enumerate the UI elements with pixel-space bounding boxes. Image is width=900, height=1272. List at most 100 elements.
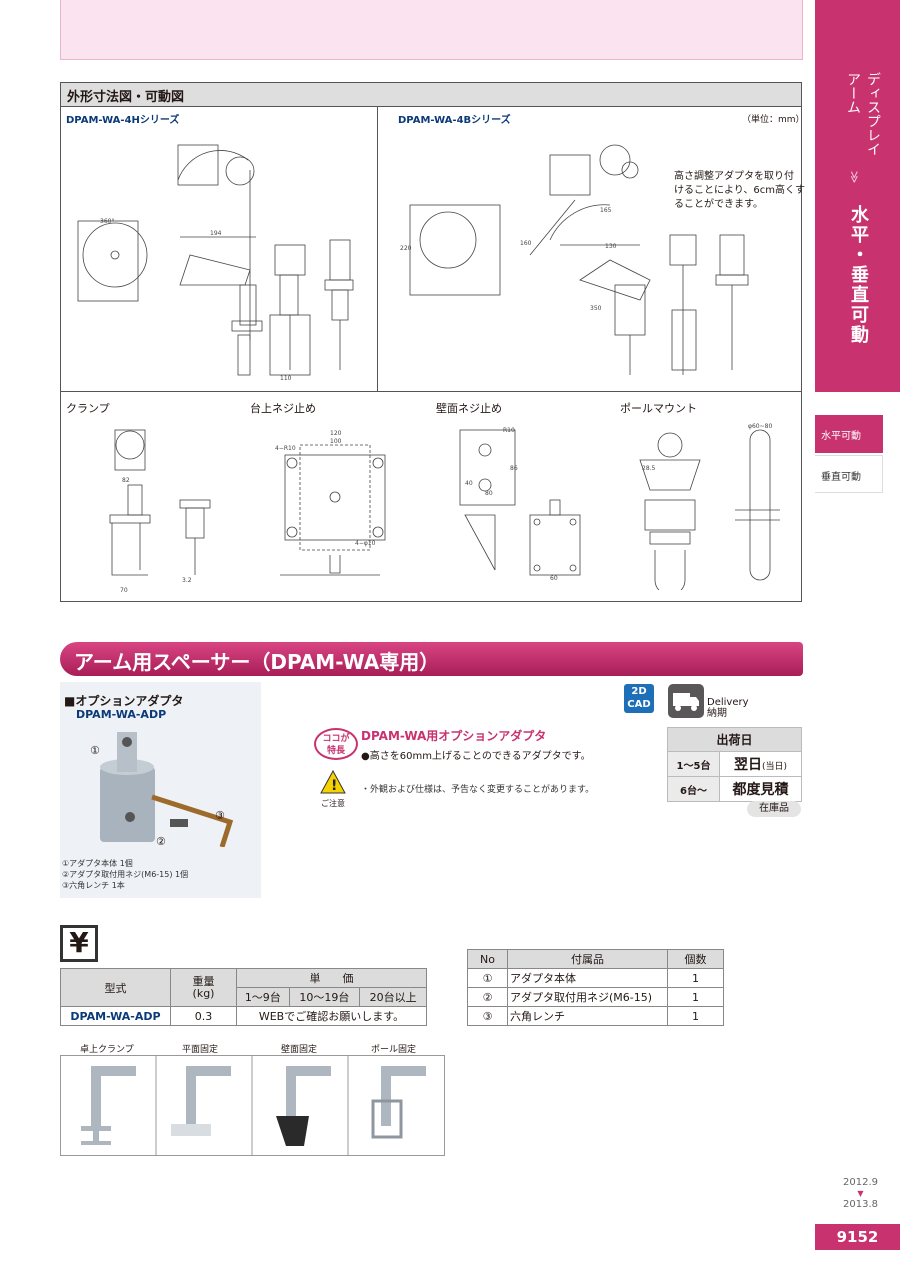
subtab-vertical[interactable]: 垂直可動	[815, 455, 883, 493]
svg-text:60: 60	[550, 575, 558, 582]
mounting-thumbnails	[60, 1055, 445, 1156]
callout-3: ③	[215, 809, 225, 822]
price-table: 型式 重量(kg) 単 価 1〜9台 10〜19台 20台以上 DPAM-WA-…	[60, 968, 427, 1026]
svg-text:4−R10: 4−R10	[275, 445, 296, 452]
spacer-section-header: アーム用スペーサー（DPAM-WA専用）	[60, 642, 803, 676]
svg-text:350: 350	[590, 305, 602, 312]
price-tier: 10〜19台	[288, 987, 361, 1007]
truck-icon	[668, 684, 704, 718]
acc-header: No	[467, 949, 508, 969]
feature-title: DPAM-WA用オプションアダプタ	[361, 729, 547, 743]
qty-cell: 6台〜	[667, 776, 720, 802]
divider	[377, 107, 378, 391]
svg-text:100: 100	[330, 438, 342, 445]
category-side-tab[interactable]: ディスプレイ アーム ≫ 水平・垂直可動	[815, 0, 900, 392]
svg-text:φ60~80: φ60~80	[748, 423, 772, 430]
wall-screw-drawing: R10 86 40 80 60	[459, 427, 581, 582]
price-note: WEBでご確認お願いします。	[236, 1006, 427, 1026]
price-tier: 20台以上	[359, 987, 427, 1007]
divider	[61, 391, 801, 392]
parts-legend: ①アダプタ本体 1個 ②アダプタ取付用ネジ(M6-15) 1個 ③六角レンチ 1…	[62, 859, 189, 890]
header-band	[60, 0, 803, 60]
series-4b-note: 高さ調整アダプタを取り付 けることにより、6cm高くす ることができます。	[674, 171, 806, 210]
shipping-header: 出荷日	[667, 727, 802, 752]
acc-header: 個数	[667, 949, 724, 969]
product-photo-panel: ■オプションアダプタ DPAM-WA-ADP ① ③ ② ①アダプタ本体 1個 …	[60, 682, 261, 898]
price-weight: 0.3	[170, 1006, 237, 1026]
mount-label-wall: 壁面固定	[281, 1045, 318, 1055]
desk-screw-drawing: 120 100 4−R10 4−φ10	[275, 430, 386, 576]
svg-text:40: 40	[465, 480, 473, 487]
shipping-table: 出荷日 1〜5台 翌日(当日) 6台〜 都度見積	[667, 727, 802, 802]
price-header-weight: 重量(kg)	[170, 968, 237, 1007]
option-label: ■オプションアダプタ	[64, 694, 184, 708]
category-top-line2: アーム	[845, 72, 861, 114]
date-range: 2012.9 ▼ 2013.8	[843, 1177, 878, 1210]
price-model: DPAM-WA-ADP	[60, 1006, 171, 1026]
svg-text:70: 70	[120, 587, 128, 594]
svg-text:130: 130	[605, 243, 617, 250]
section-title: アーム用スペーサー（DPAM-WA専用）	[74, 650, 440, 674]
clamp-label: クランプ	[66, 402, 110, 415]
drawings-section-title: 外形寸法図・可動図	[61, 83, 801, 107]
feature-badge: ココが特長	[314, 728, 358, 760]
svg-text:360°: 360°	[100, 218, 114, 225]
page-number: 9152	[815, 1224, 900, 1250]
price-header-unit: 単 価	[236, 968, 427, 988]
svg-text:R10: R10	[503, 427, 515, 434]
svg-text:28.5: 28.5	[642, 465, 656, 472]
price-tier: 1〜9台	[236, 987, 290, 1007]
price-header-model: 型式	[60, 968, 171, 1007]
callout-2: ②	[156, 835, 166, 848]
series-4b-drawing: 350 165 130 220 160	[400, 144, 749, 375]
wall-screw-label: 壁面ネジ止め	[436, 402, 502, 415]
svg-text:160: 160	[520, 240, 532, 247]
svg-text:120: 120	[330, 430, 342, 437]
feature-text: ●高さを60mm上げることのできるアダプタです。	[361, 751, 591, 762]
svg-text:110: 110	[280, 375, 292, 382]
mount-label-clamp: 卓上クランプ	[80, 1045, 134, 1055]
qty-cell: 1〜5台	[667, 751, 720, 777]
adapter-product-image	[100, 732, 234, 847]
series-4h-drawing: 194 360° 110	[77, 144, 354, 382]
svg-text:!: !	[331, 778, 337, 794]
series-4b-label: DPAM-WA-4Bシリーズ	[398, 115, 511, 126]
yen-icon: ¥	[60, 925, 98, 962]
warning-icon: !	[320, 770, 346, 794]
acc-header: 付属品	[507, 949, 668, 969]
series-4h-label: DPAM-WA-4Hシリーズ	[66, 115, 180, 126]
svg-text:82: 82	[122, 477, 130, 484]
product-model: DPAM-WA-ADP	[76, 708, 167, 721]
svg-text:86: 86	[510, 465, 518, 472]
mount-label-pole: ポール固定	[371, 1045, 417, 1055]
category-main: 水平・垂直可動	[848, 205, 869, 345]
svg-text:165: 165	[600, 207, 612, 214]
ship-cell: 翌日(当日)	[719, 751, 802, 777]
pole-mount-drawing: φ60~80 28.5	[639, 423, 780, 590]
chevron-down-icon: ≫	[847, 170, 862, 184]
svg-text:3.2: 3.2	[182, 577, 192, 584]
pole-mount-label: ポールマウント	[620, 402, 697, 415]
category-top-line1: ディスプレイ	[865, 72, 881, 156]
callout-1: ①	[90, 744, 100, 757]
unit-label: （単位：mm）	[742, 115, 805, 125]
svg-text:4−φ10: 4−φ10	[355, 540, 376, 547]
caution-text: ・外観および仕様は、予告なく変更することがあります。	[361, 785, 595, 795]
caution-label: ご注意	[321, 799, 345, 808]
dimension-drawings-panel: 外形寸法図・可動図	[60, 82, 802, 602]
svg-text:80: 80	[485, 490, 493, 497]
svg-text:194: 194	[210, 230, 222, 237]
ship-cell: 都度見積	[719, 776, 802, 802]
stock-badge: 在庫品	[747, 801, 801, 817]
svg-text:220: 220	[400, 245, 412, 252]
clamp-drawing: 82 70 3.2	[109, 429, 211, 594]
desk-screw-label: 台上ネジ止め	[250, 402, 316, 415]
subtab-horizontal[interactable]: 水平可動	[815, 415, 883, 453]
mount-label-flat: 平面固定	[182, 1045, 219, 1055]
